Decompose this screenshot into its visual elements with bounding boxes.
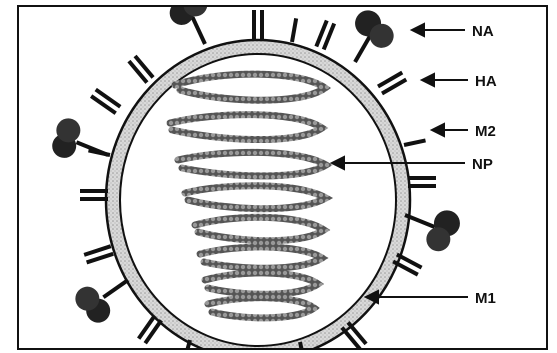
label-na: NA [472, 23, 494, 40]
label-np: NP [472, 156, 493, 173]
label-ha: HA [475, 73, 497, 90]
label-m1: M1 [475, 290, 496, 307]
label-m2: M2 [475, 123, 496, 140]
